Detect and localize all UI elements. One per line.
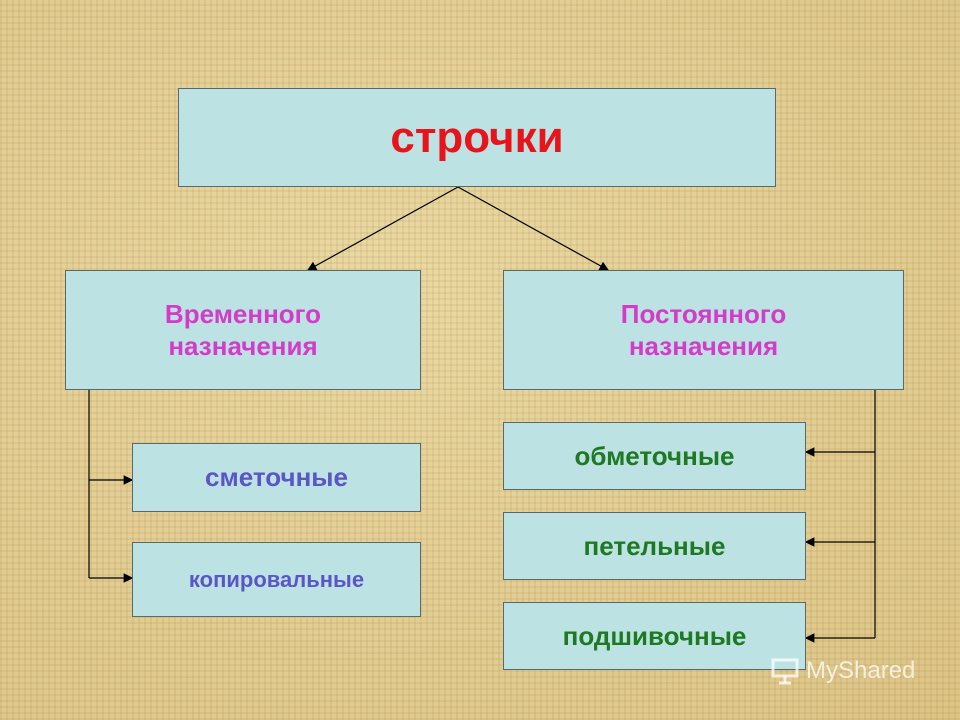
arrow-root-to-perm	[457, 186, 610, 271]
category-permanent-label: Постоянного назначения	[620, 298, 787, 362]
perm-item-2-label: петельные	[583, 530, 726, 561]
category-temporary: Временного назначения	[65, 270, 421, 390]
presentation-icon	[771, 658, 799, 685]
watermark-text: MyShared	[806, 657, 916, 684]
category-permanent: Постоянного назначения	[503, 270, 904, 390]
watermark: MyShared	[770, 656, 915, 686]
perm-item-3-label: подшивочные	[562, 620, 747, 651]
temp-item-2-label: копировальные	[188, 566, 365, 592]
temp-item-1: сметочные	[132, 443, 421, 512]
temp-item-1-label: сметочные	[205, 462, 348, 493]
temp-item-2: копировальные	[132, 542, 421, 617]
category-temporary-label: Временного назначения	[164, 298, 322, 362]
arrow-root-to-temp	[306, 186, 459, 271]
root-label: строчки	[390, 113, 564, 162]
perm-item-2: петельные	[503, 512, 806, 580]
perm-item-1-label: обметочные	[574, 440, 735, 471]
perm-item-3: подшивочные	[503, 602, 806, 670]
root-node: строчки	[178, 88, 776, 187]
perm-item-1: обметочные	[503, 422, 806, 490]
